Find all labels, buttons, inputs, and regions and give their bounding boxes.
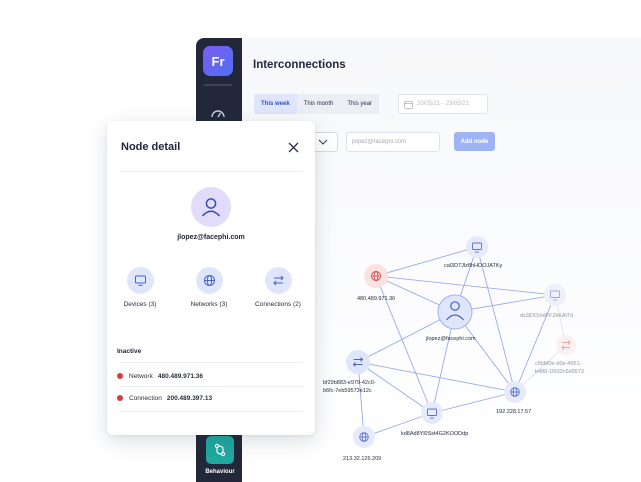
node-label: 192.228.17.57: [496, 409, 531, 415]
graph-node-connection[interactable]: bf29b883-e979-42c0- b6fc-7eb59573e12c: [323, 350, 377, 394]
node-label: 480.489.971.36: [357, 296, 395, 302]
panel-divider: [120, 411, 303, 412]
inactive-item[interactable]: Network 480.489.971.36: [117, 368, 305, 384]
close-icon: [288, 142, 298, 152]
inactive-type: Connection: [129, 394, 162, 402]
node-label-line: b6fc-7eb59573e12c: [323, 388, 372, 394]
node-label-line: c6bbf0e-d0e-4951-: [535, 361, 582, 367]
stat-connections[interactable]: Connections (2): [245, 267, 311, 308]
globe-icon: [359, 432, 369, 442]
avatar: [191, 187, 231, 227]
graph-node-network[interactable]: 480.489.971.36: [357, 264, 395, 302]
monitor-icon: [126, 267, 154, 294]
panel-divider: [120, 171, 303, 172]
gauge-icon[interactable]: [210, 106, 226, 122]
tab-this-month[interactable]: This month: [303, 101, 334, 107]
graph-node-device[interactable]: cal3D7Jlz8hHOOJATKy: [444, 236, 503, 269]
node-label: kd8Ad8Yl0Sst4G2KOODdp: [401, 431, 468, 437]
tab-this-week[interactable]: This week: [254, 94, 297, 114]
graph-node-device[interactable]: ds3lDOoldFF2kKAl7d: [520, 284, 573, 319]
date-range-picker[interactable]: 20/05/21 - 23/05/21: [398, 94, 488, 114]
sidebar-divider: [204, 84, 232, 86]
graph-node-user[interactable]: jlopez@facephi.com: [425, 294, 476, 342]
monitor-icon: [550, 290, 560, 301]
sidebar-item-behaviour[interactable]: Behaviour: [202, 436, 238, 482]
close-button[interactable]: [284, 138, 302, 156]
date-range-text: 20/05/21 - 23/05/21: [417, 101, 470, 107]
node-label: cal3D7Jlz8hHOOJATKy: [444, 263, 503, 269]
user-icon: [446, 301, 464, 321]
arrows-icon: [352, 357, 364, 367]
add-node-button[interactable]: Add node: [454, 132, 495, 151]
calendar-icon: [404, 100, 413, 109]
inactive-value: 200.489.397.13: [166, 394, 213, 402]
graph-node-network[interactable]: 192.228.17.57: [496, 381, 531, 415]
stat-networks[interactable]: Networks (3): [176, 267, 242, 308]
node-label-line: bf29b883-e979-42c0-: [323, 380, 376, 386]
status-dot: [117, 395, 123, 401]
arrows-icon: [561, 340, 571, 350]
panel-title: Node detail: [121, 141, 181, 153]
globe-icon: [510, 387, 520, 397]
stat-devices[interactable]: Devices (3): [107, 267, 173, 308]
stat-label: Networks (3): [190, 301, 228, 308]
user-email: jlopez@facephi.com: [177, 234, 245, 241]
graph-node-connection[interactable]: c6bbf0e-d0e-4951- b488-1f932c6d9573: [535, 335, 584, 375]
globe-icon: [371, 271, 381, 281]
inactive-section-title: Inactive: [117, 348, 142, 355]
status-dot: [117, 373, 123, 379]
graph-node-network[interactable]: 213.32.126.209: [343, 426, 381, 462]
node-label: c6bbf0e-d0e-4951- b488-1f932c6d9573: [535, 361, 584, 375]
inactive-type: Network: [129, 372, 153, 380]
node-label: jlopez@facephi.com: [425, 336, 476, 342]
globe-icon: [195, 267, 223, 294]
monitor-icon: [472, 242, 482, 253]
stat-label: Connections (2): [255, 301, 301, 308]
period-selector: This week This month This year: [254, 94, 380, 114]
panel-divider: [120, 362, 303, 363]
stat-label: Devices (3): [123, 301, 157, 308]
tab-this-year[interactable]: This year: [347, 101, 373, 107]
node-label: bf29b883-e979-42c0- b6fc-7eb59573e12c: [323, 380, 377, 394]
panel-divider: [120, 386, 303, 387]
node-type-dropdown[interactable]: [308, 132, 338, 152]
node-detail-panel: Node detail jlopez@facephi.com Devices (…: [107, 121, 315, 435]
search-input[interactable]: [346, 132, 440, 152]
arrows-icon: [264, 267, 292, 294]
node-label-line: b488-1f932c6d9573: [535, 369, 584, 375]
branch-icon: [206, 436, 234, 464]
page-title: Interconnections: [253, 59, 346, 71]
inactive-item[interactable]: Connection 200.489.397.13: [117, 390, 305, 406]
graph-node-device[interactable]: kd8Ad8Yl0Sst4G2KOODdp: [401, 402, 468, 437]
node-label: 213.32.126.209: [343, 456, 381, 462]
sidebar-item-label: Behaviour: [205, 469, 235, 475]
app-logo[interactable]: Fr: [203, 46, 233, 76]
user-icon: [201, 198, 221, 217]
monitor-icon: [427, 408, 437, 419]
node-label: ds3lDOoldFF2kKAl7d: [520, 313, 573, 319]
inactive-value: 480.489.971.36: [157, 372, 204, 380]
chevron-down-icon: [318, 139, 327, 145]
